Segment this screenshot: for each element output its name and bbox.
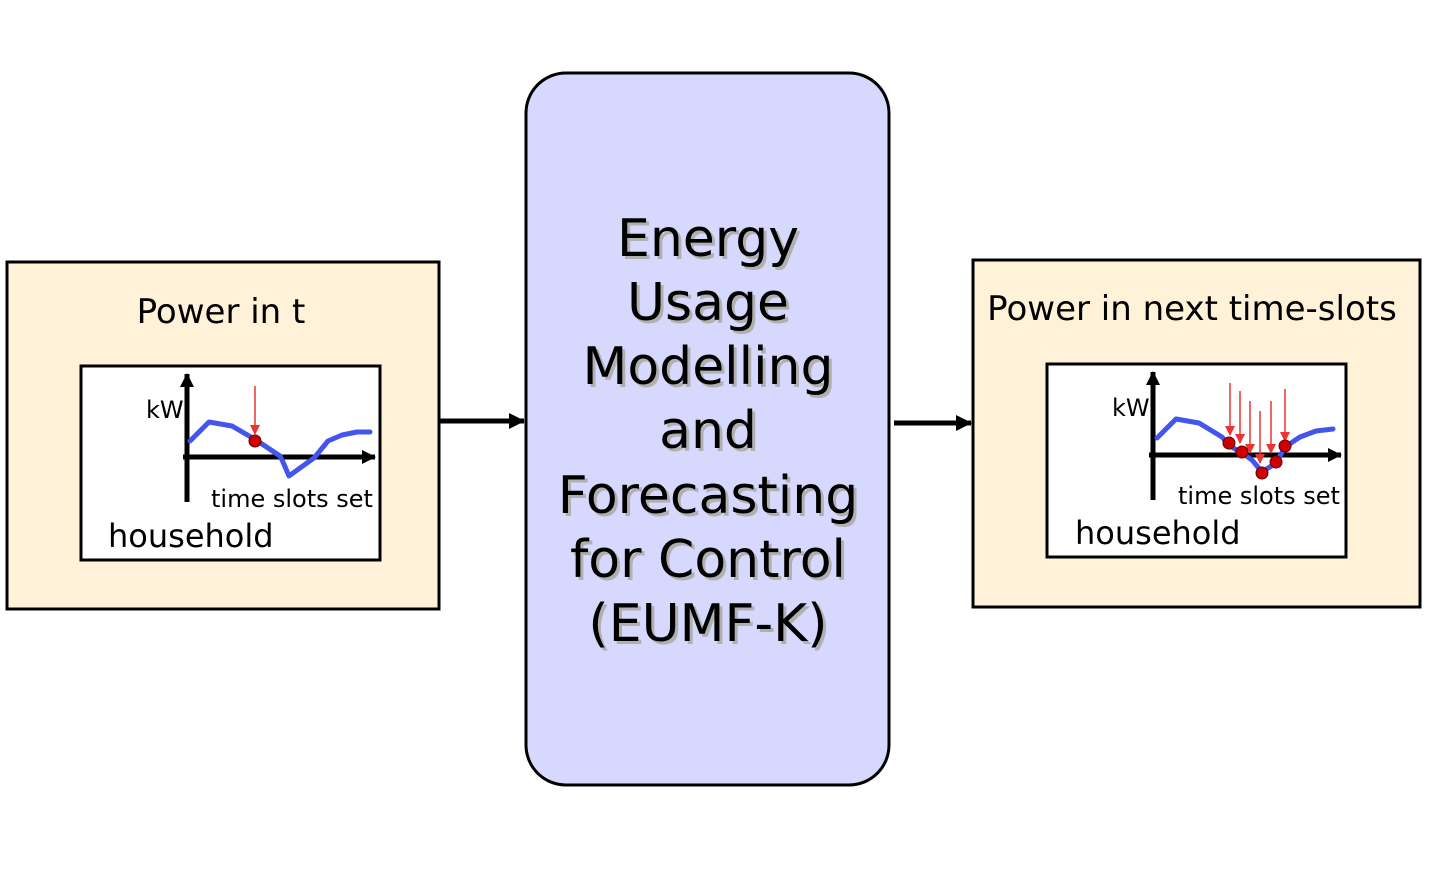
x-axis-label: time slots set <box>211 485 373 513</box>
plot-caption: household <box>108 517 274 555</box>
current-power-marker <box>248 434 262 448</box>
svg-text:Energy: Energy <box>620 212 802 272</box>
input-plot: kW time slots set household <box>79 364 382 562</box>
output-box-title: Power in next time-slots <box>987 289 1397 329</box>
y-axis-unit: kW <box>1112 394 1150 422</box>
model-box: Energy Usage Modelling and Forecasting f… <box>524 71 891 787</box>
model-title-line-4: and <box>659 401 757 461</box>
x-axis-label: time slots set <box>1178 482 1340 510</box>
plot-caption: household <box>1075 514 1241 552</box>
y-axis-unit: kW <box>146 396 184 424</box>
power-curve <box>1154 416 1336 475</box>
forecast-markers <box>1222 436 1292 480</box>
model-title-line-2: Usage <box>627 273 789 333</box>
model-title-line-7: (EUMF-K) <box>588 594 827 654</box>
input-box: Power in t kW time slots set household <box>5 260 441 611</box>
power-curve <box>187 419 373 479</box>
model-title-line-6: for Control <box>570 530 846 590</box>
model-title: Energy Usage Modelling and Forecasting f… <box>558 209 861 657</box>
model-title-line-5: Forecasting <box>558 466 858 526</box>
svg-text:and: and <box>662 404 760 464</box>
svg-text:Forecasting: Forecasting <box>561 469 861 529</box>
input-box-title: Power in t <box>137 292 306 332</box>
model-title-line-3: Modelling <box>583 337 834 397</box>
svg-text:Usage: Usage <box>630 276 792 336</box>
model-title-line-1: Energy <box>617 209 799 269</box>
svg-text:Modelling: Modelling <box>586 340 837 400</box>
output-box: Power in next time-slots kW <box>971 258 1422 609</box>
forecast-pointers <box>1225 383 1290 464</box>
output-plot: kW time slots set household <box>1045 362 1348 559</box>
svg-text:(EUMF-K): (EUMF-K) <box>591 597 830 657</box>
svg-text:for Control: for Control <box>573 533 849 593</box>
